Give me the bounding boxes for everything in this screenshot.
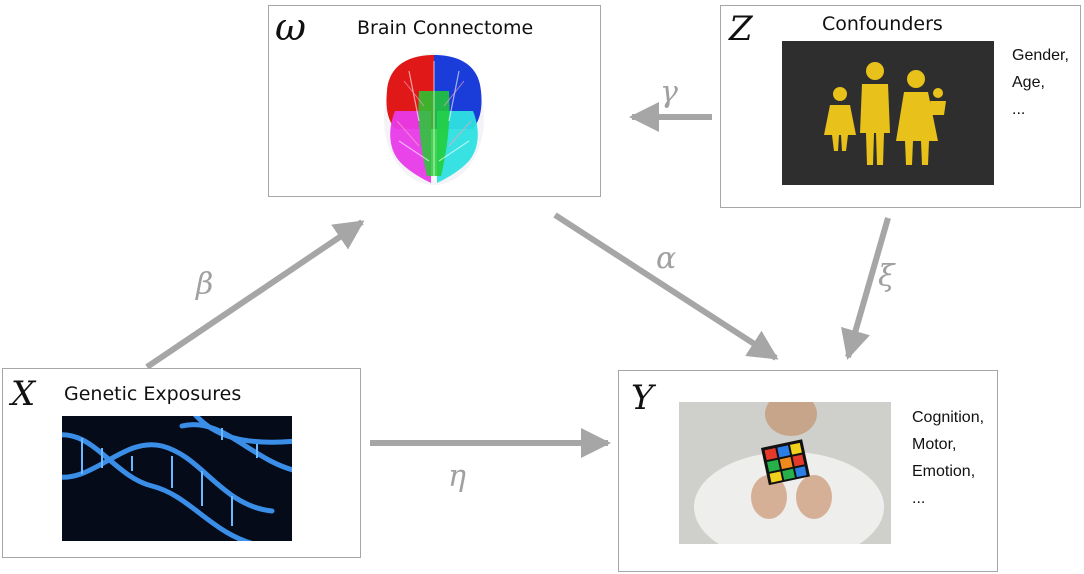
outcome-list: Cognition, Motor, Emotion, ... <box>912 404 984 512</box>
outcome-item: Cognition, <box>912 409 985 426</box>
arrow-x-to-omega <box>145 219 365 370</box>
edge-label-beta: β <box>196 267 214 302</box>
edge-label-gamma: γ <box>660 75 678 110</box>
node-x-symbol: X <box>11 374 36 414</box>
edge-label-alpha: α <box>656 241 677 276</box>
dna-image <box>62 416 292 541</box>
arrow-z-to-y <box>841 217 891 360</box>
node-genetic-exposures: X Genetic Exposures <box>2 368 361 558</box>
node-confounders: Z Confounders Gender, Age, ... <box>720 5 1081 208</box>
child-rubiks-cube-image <box>679 402 891 544</box>
outcome-item: Motor, <box>912 436 957 453</box>
node-x-title: Genetic Exposures <box>64 383 242 405</box>
node-brain-connectome: ω Brain Connectome <box>268 5 601 197</box>
confounders-list: Gender, Age, ... <box>1012 42 1069 123</box>
arrow-omega-to-y <box>553 212 779 361</box>
confounder-item: Gender, <box>1012 47 1069 64</box>
edge-label-eta: η <box>448 459 466 494</box>
edge-label-xi: ξ <box>878 259 895 294</box>
node-omega-symbol: ω <box>275 5 306 49</box>
brain-connectome-image <box>384 53 484 185</box>
confounder-item: Age, <box>1012 74 1045 91</box>
outcome-item: ... <box>912 490 926 507</box>
node-omega-title: Brain Connectome <box>357 17 534 39</box>
node-outcome: Y Cognition, Motor, Emotion, ... <box>618 370 998 572</box>
family-sign-image <box>782 41 994 185</box>
confounder-item: ... <box>1012 101 1026 118</box>
outcome-item: Emotion, <box>912 463 976 480</box>
node-y-symbol: Y <box>631 378 654 418</box>
node-z-title: Confounders <box>822 13 943 35</box>
node-z-symbol: Z <box>729 9 753 49</box>
